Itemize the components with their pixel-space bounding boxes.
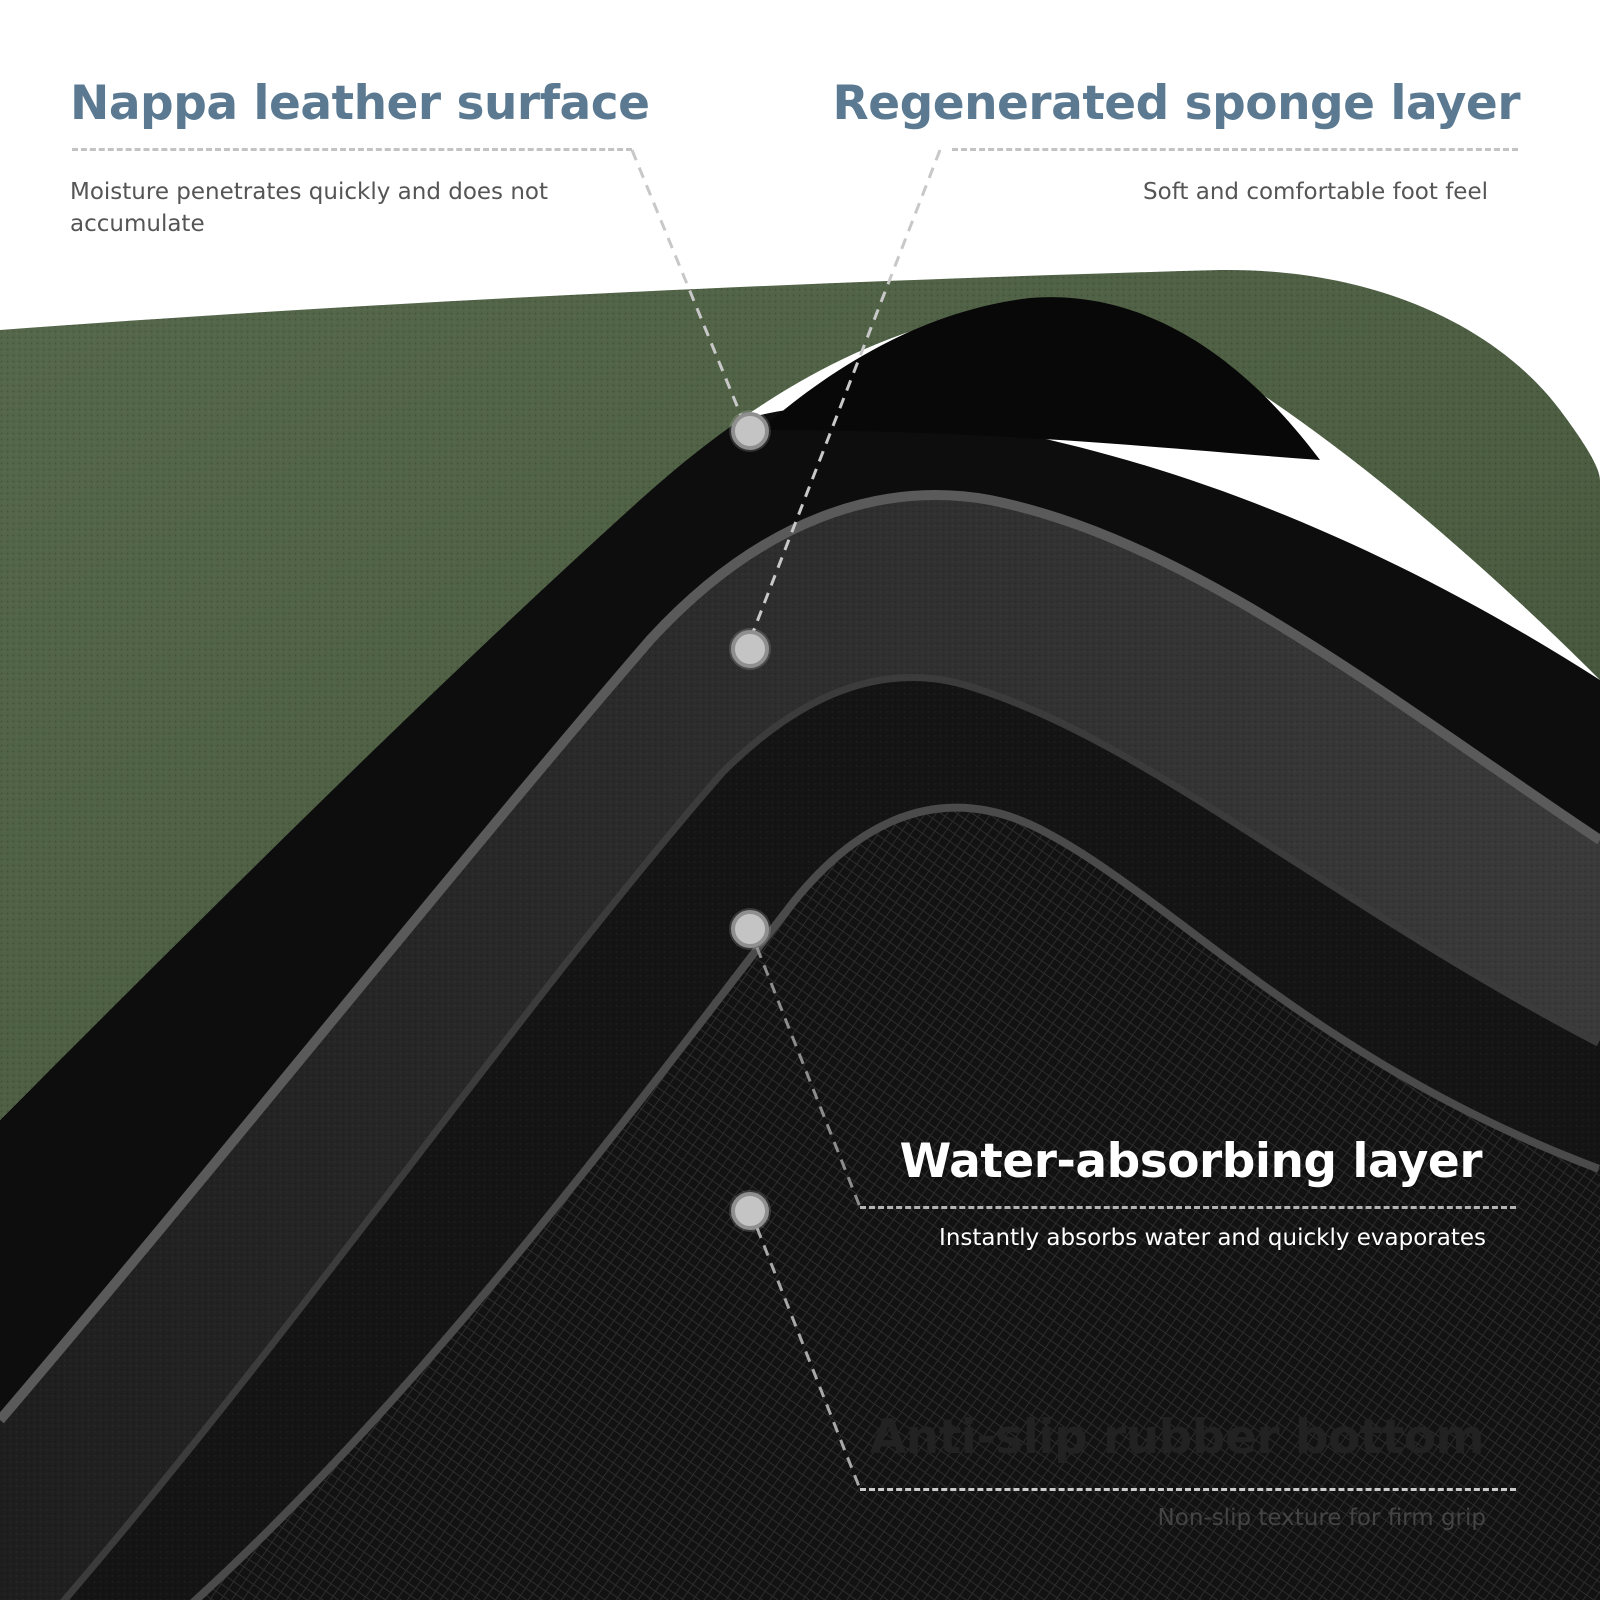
sponge-texture xyxy=(0,495,1600,1600)
leader-line-leather xyxy=(630,149,744,419)
leather-backing-edge xyxy=(0,490,1600,1424)
leather-description: Moisture penetrates quickly and does not… xyxy=(70,179,549,237)
marker-sponge xyxy=(731,630,769,668)
sponge-title: Regenerated sponge layer xyxy=(832,76,1521,131)
leader-line-rubber xyxy=(748,1209,862,1490)
leather-title: Nappa leather surface xyxy=(70,76,650,131)
sponge-divider xyxy=(952,148,1518,151)
rubber-description: Non-slip texture for firm grip xyxy=(1157,1505,1486,1531)
absorbing-title: Water-absorbing layer xyxy=(899,1134,1482,1189)
leather-divider xyxy=(72,148,632,151)
rubber-divider xyxy=(860,1488,1516,1491)
absorbing-texture xyxy=(60,674,1600,1600)
leather-backing-layer xyxy=(0,407,1600,1420)
fold-cavity xyxy=(760,297,1320,460)
rubber-title: Anti-slip rubber bottom xyxy=(869,1410,1485,1465)
absorbing-description: Instantly absorbs water and quickly evap… xyxy=(939,1225,1486,1251)
marker-absorbing xyxy=(731,910,769,948)
marker-rubber xyxy=(731,1192,769,1230)
absorbing-divider xyxy=(860,1206,1516,1209)
sponge-description: Soft and comfortable foot feel xyxy=(1143,179,1488,205)
leader-line-sponge xyxy=(748,149,942,641)
leader-line-absorbing xyxy=(748,929,862,1208)
marker-leather xyxy=(731,412,769,450)
rubber-mesh-texture xyxy=(190,803,1600,1600)
leather-texture xyxy=(0,269,1600,1120)
